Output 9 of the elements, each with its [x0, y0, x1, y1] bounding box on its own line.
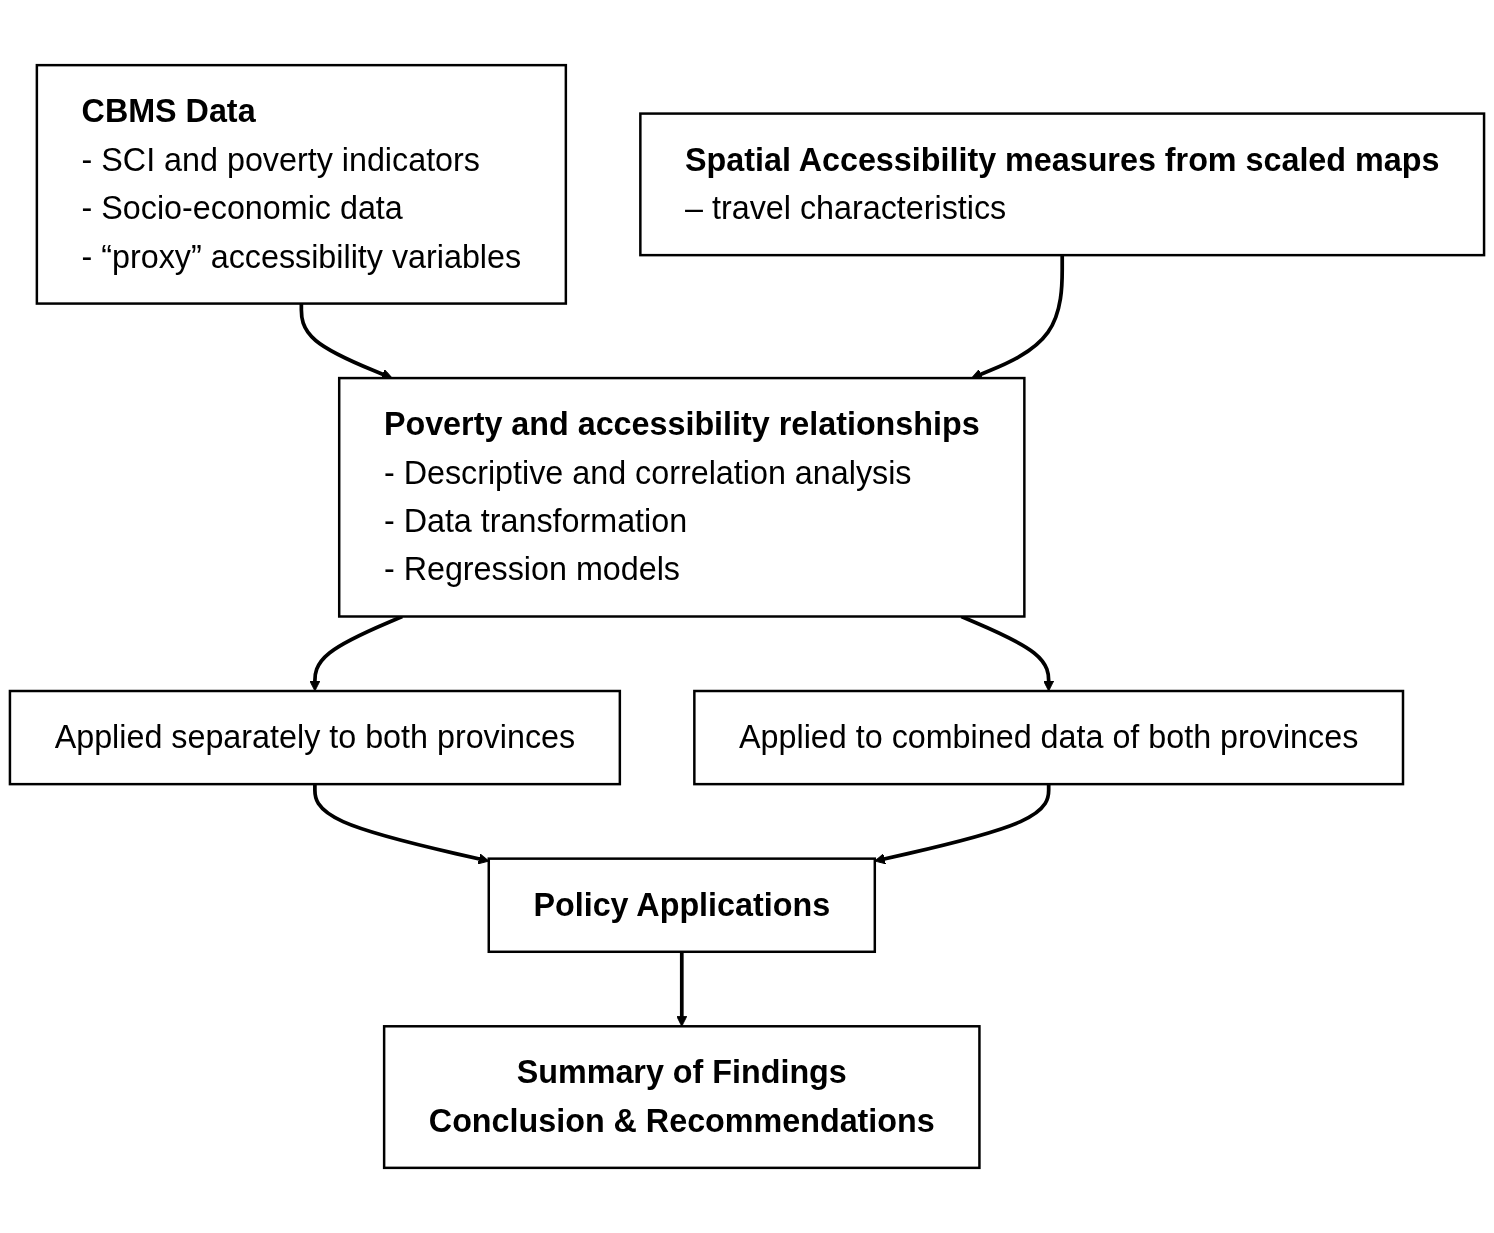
node-box: Spatial Accessibility measures from scaled maps – travel characteristics [639, 112, 1486, 257]
node-box: Poverty and accessibility relationships - Descriptive and correlation analysis - Data transformation - Regression models [337, 376, 1026, 618]
node-box: Applied separately to both provinces [8, 689, 622, 786]
node-box: Applied to combined data of both provinces [693, 689, 1405, 786]
node-box: CBMS Data - SCI and poverty indicators - Socio-economic data - “proxy” accessibility variables [35, 63, 568, 305]
node-box: Summary of Findings Conclusion & Recommendations [382, 1025, 981, 1170]
arrow [874, 784, 1051, 865]
arrow [676, 951, 688, 1027]
node-box: Policy Applications [487, 857, 877, 953]
